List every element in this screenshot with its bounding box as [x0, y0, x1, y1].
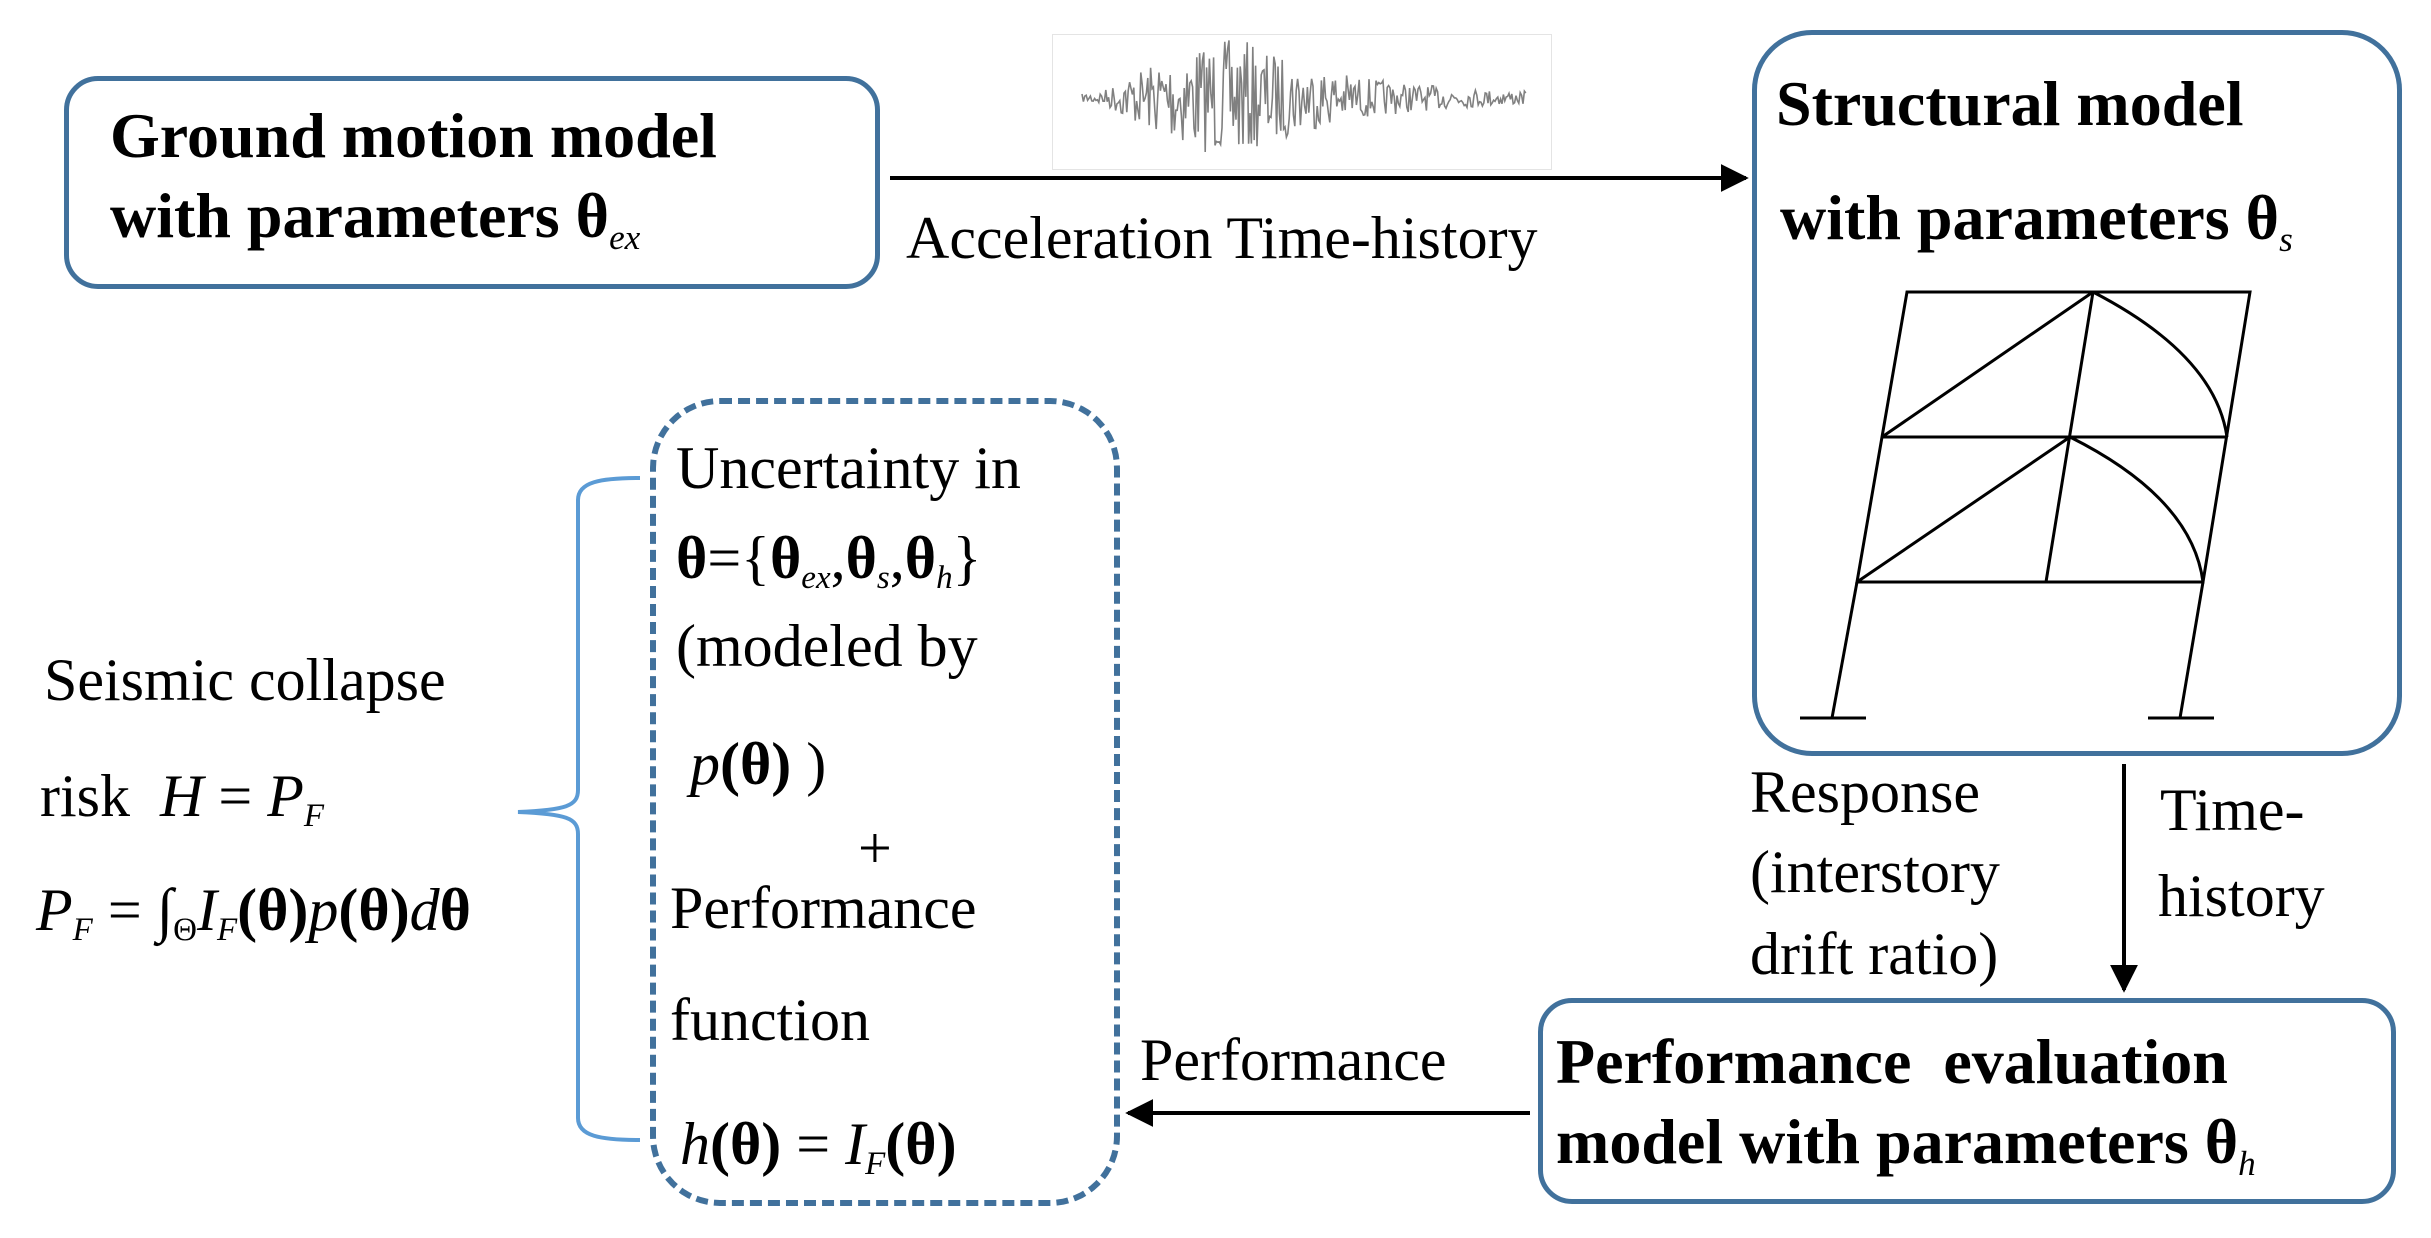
indicator-argument: (θ) — [885, 1111, 957, 1177]
column-left — [1830, 581, 1859, 719]
performance-eval-line2: model with parameters — [1556, 1106, 2205, 1177]
indicator-subscript: F — [216, 911, 238, 948]
pf-subscript: F — [303, 797, 325, 834]
brace-lower — [1856, 435, 2071, 584]
structural-frame-sketch — [1800, 290, 2252, 720]
theta-symbol: θ — [2204, 1106, 2239, 1177]
theta-subscript: s — [876, 559, 890, 596]
arc-upper — [2092, 290, 2229, 438]
pf-symbol: P — [267, 763, 304, 829]
theta-symbol: θ — [845, 525, 877, 591]
time-history-label-1: Time- — [2160, 777, 2305, 843]
p-argument: (θ) — [338, 877, 410, 943]
indicator-symbol: I — [845, 1111, 866, 1177]
plus-sign: + — [858, 815, 892, 881]
response-label-1: Response — [1750, 759, 1980, 825]
ground-motion-line1: Ground motion model — [110, 100, 717, 171]
uncertainty-line6: function — [670, 987, 870, 1053]
ground-motion-title: Ground motion model — [110, 104, 717, 168]
h-risk-symbol: H — [160, 763, 204, 829]
pf-subscript: F — [72, 911, 93, 948]
theta-symbol: θ — [2245, 182, 2280, 253]
pf-symbol: P — [36, 877, 73, 943]
performance-eval-title: Performance evaluation — [1556, 1030, 2228, 1094]
equals: = — [781, 1111, 846, 1177]
performance-eval-params: model with parameters θh — [1556, 1110, 2256, 1182]
response-label-2: (interstory — [1750, 839, 2000, 905]
indicator-argument: (θ) — [237, 877, 309, 943]
theta-subscript: h — [2238, 1144, 2256, 1184]
brace-upper — [1881, 290, 2094, 439]
h-argument: (θ) — [710, 1111, 782, 1177]
column-right — [2178, 581, 2205, 719]
arc-lower — [2069, 435, 2205, 583]
theta-symbol: θ — [769, 525, 802, 591]
performance-function-eq: h(θ) = IF(θ) — [680, 1111, 957, 1180]
p-symbol: p — [690, 731, 720, 797]
structural-line2: with parameters — [1780, 182, 2246, 253]
theta-subscript: ex — [801, 559, 831, 596]
set-close: } — [952, 525, 982, 591]
seismic-formula: PF = ∫ΘIF(θ)p(θ)dθ — [36, 877, 471, 946]
integral-domain: Θ — [173, 911, 197, 948]
set-comma: , — [830, 525, 846, 591]
uncertainty-line1: Uncertainty in — [676, 435, 1021, 501]
d-symbol: d — [409, 877, 440, 943]
structural-line1: Structural model — [1776, 68, 2244, 139]
set-comma: , — [889, 525, 905, 591]
risk-word: risk — [40, 763, 160, 829]
uncertainty-set: θ={θex,θs,θh} — [676, 525, 982, 594]
indicator-symbol: I — [196, 877, 217, 943]
uncertainty-dashed-box — [650, 398, 1120, 1206]
acceleration-label: Acceleration Time-history — [906, 205, 1538, 271]
p-symbol: p — [308, 877, 339, 943]
theta-subscript: s — [2279, 220, 2293, 260]
p-close: ) — [791, 731, 827, 797]
structural-title: Structural model — [1776, 72, 2244, 136]
theta-symbol: θ — [904, 525, 937, 591]
uncertainty-line5: Performance — [670, 875, 977, 941]
time-history-label-2: history — [2158, 863, 2325, 929]
performance-arrow-label: Performance — [1140, 1027, 1447, 1093]
response-label-3: drift ratio) — [1750, 921, 1999, 987]
seismic-line2: risk H = PF — [40, 763, 324, 832]
theta-symbol: θ — [676, 525, 708, 591]
curly-bracket — [517, 476, 641, 1142]
performance-evaluation-box — [1538, 998, 2396, 1204]
h-symbol: h — [680, 1111, 710, 1177]
theta-symbol: θ — [439, 877, 471, 943]
equals: = — [203, 763, 268, 829]
equals: = — [92, 877, 157, 943]
p-argument: (θ) — [720, 731, 792, 797]
uncertainty-line3: (modeled by — [676, 613, 978, 679]
performance-eval-line1: Performance evaluation — [1556, 1026, 2228, 1097]
set-open: ={ — [707, 525, 770, 591]
acceleration-waveform — [1052, 34, 1552, 170]
theta-subscript: h — [936, 559, 953, 596]
indicator-subscript: F — [865, 1145, 886, 1182]
ground-motion-line2: with parameters — [110, 180, 576, 251]
ground-motion-box — [64, 76, 880, 289]
seismic-line1: Seismic collapse — [44, 647, 446, 713]
structural-params: with parameters θs — [1780, 186, 2293, 258]
uncertainty-p-theta: p(θ) ) — [690, 734, 826, 794]
waveform-trace — [1081, 40, 1527, 153]
integral-symbol: ∫ — [156, 877, 174, 943]
theta-subscript: ex — [609, 218, 641, 258]
theta-symbol: θ — [575, 180, 610, 251]
ground-motion-params: with parameters θex — [110, 184, 640, 256]
